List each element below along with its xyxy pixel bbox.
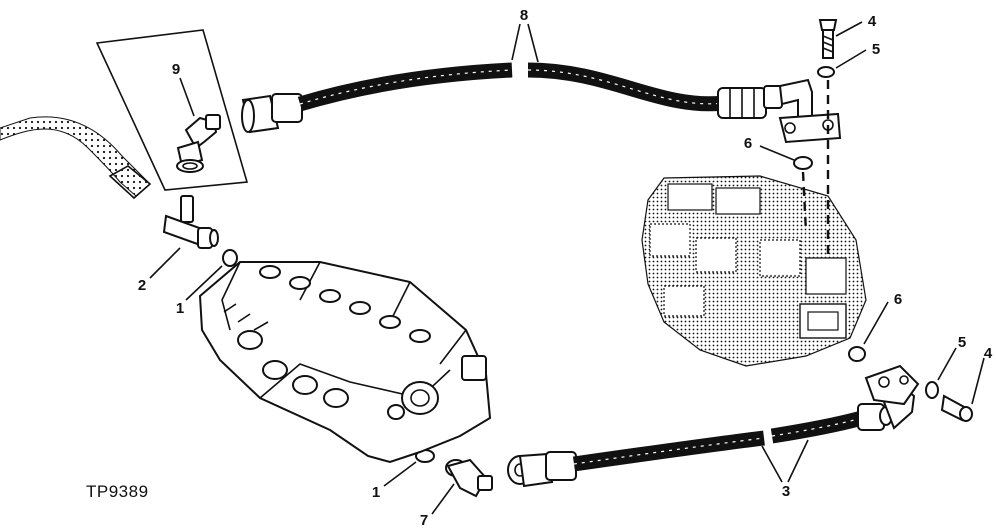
callout-9: 9 (172, 61, 180, 78)
o-ring-6-lower (848, 346, 866, 362)
cap-screw-4-upper (818, 19, 838, 59)
callout-1-lower: 1 (372, 484, 380, 501)
callout-8: 8 (520, 7, 528, 24)
washer-5-upper (817, 66, 835, 78)
callout-1-upper: 1 (176, 300, 184, 317)
callout-4-lower: 4 (984, 345, 993, 362)
callout-4-upper: 4 (868, 13, 877, 30)
valve-background-view (641, 175, 867, 367)
elbow-fitting-7 (445, 458, 493, 498)
callout-6-upper: 6 (744, 135, 752, 152)
background-hose (0, 116, 152, 200)
alignment-line-oring (801, 171, 808, 233)
o-ring-6-upper (793, 156, 813, 170)
leader-lines (149, 21, 985, 515)
callout-6-lower: 6 (894, 291, 902, 308)
elbow-fitting-9 (176, 114, 221, 173)
callout-2: 2 (138, 277, 146, 294)
tee-fitting-2 (162, 195, 219, 249)
inset-box (95, 29, 249, 191)
washer-5-lower (925, 381, 939, 399)
callout-5-upper: 5 (872, 41, 880, 58)
callout-3: 3 (782, 483, 790, 500)
cap-screw-4-lower (940, 394, 973, 422)
control-valve (198, 261, 492, 464)
hose-assembly-8 (241, 62, 842, 144)
figure-id: TP9389 (86, 482, 149, 501)
callout-5-lower: 5 (958, 334, 966, 351)
callout-7: 7 (420, 512, 428, 529)
o-ring-1-upper (222, 249, 238, 267)
hose-assembly-3 (507, 364, 920, 488)
